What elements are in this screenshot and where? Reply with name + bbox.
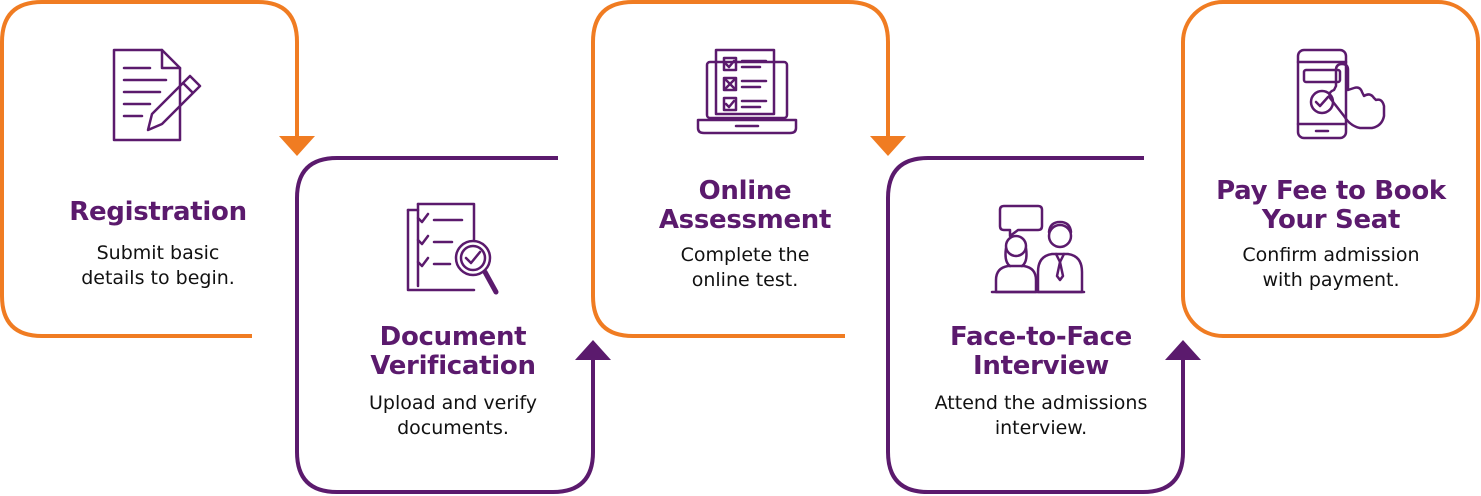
interview-people-icon [990, 204, 1086, 294]
arrow-up-icon [1165, 340, 1201, 360]
checklist-magnifier-icon [406, 202, 499, 295]
step-online-assessment: Online Assessment Complete the online te… [620, 177, 870, 293]
arrow-down-icon [279, 136, 315, 156]
step-description: Upload and verify documents. [368, 392, 538, 439]
connector-registration [0, 0, 299, 338]
step-registration: Registration Submit basic details to beg… [38, 198, 278, 291]
step-title: Document Verification [370, 322, 536, 381]
step-pay-fee: Pay Fee to Book Your Seat Confirm admiss… [1200, 177, 1462, 293]
step-face-to-face-interview: Face-to-Face Interview Attend the admiss… [910, 323, 1172, 441]
arrow-down-icon [870, 136, 906, 156]
step-description: Attend the admissions interview. [934, 392, 1148, 439]
step-description: Complete the online test. [680, 244, 810, 291]
arrow-up-icon [575, 340, 611, 360]
laptop-checklist-icon [696, 48, 798, 135]
connector-document-verification [295, 156, 595, 494]
step-title: Pay Fee to Book Your Seat [1216, 176, 1446, 235]
box-pay-fee [1181, 0, 1480, 338]
mobile-payment-icon [1296, 48, 1386, 140]
step-description: Submit basic details to begin. [81, 242, 235, 289]
connector-online-assessment [591, 0, 890, 338]
step-title: Online Assessment [658, 176, 832, 235]
step-description: Confirm admission with payment. [1242, 244, 1420, 291]
form-pencil-icon [112, 48, 202, 142]
step-title: Registration [69, 197, 247, 227]
step-title: Face-to-Face Interview [950, 322, 1132, 381]
step-document-verification: Document Verification Upload and verify … [328, 323, 578, 441]
connector-interview [886, 156, 1185, 494]
